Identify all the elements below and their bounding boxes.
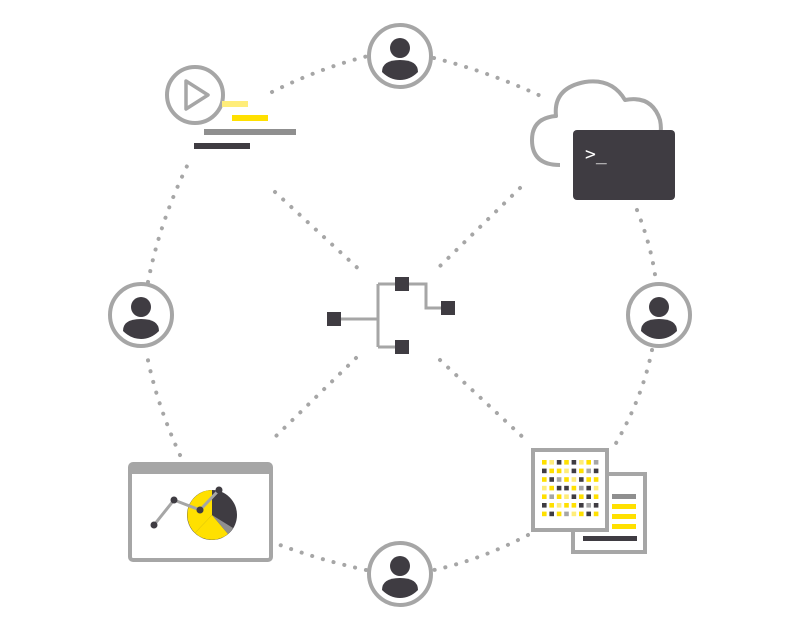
user-avatar-icon xyxy=(626,282,692,348)
grid-cell xyxy=(564,468,569,474)
grid-cell xyxy=(579,494,584,499)
grid-cell xyxy=(549,511,554,517)
grid-cell xyxy=(586,494,591,499)
grid-cell xyxy=(564,477,569,482)
hub-spoke-connectors xyxy=(270,186,530,444)
grid-cell xyxy=(579,468,584,474)
grid-cell xyxy=(586,460,591,465)
grid-cell xyxy=(586,503,591,508)
grid-cell xyxy=(586,477,591,482)
grid-cell xyxy=(571,485,577,491)
hub-node-bottom xyxy=(395,340,409,354)
grid-cell xyxy=(593,494,599,499)
grid-cell xyxy=(564,485,569,491)
grid-cell xyxy=(542,477,547,482)
grid-cell xyxy=(542,468,547,474)
grid-cell xyxy=(593,503,599,508)
connector-top-cloud xyxy=(432,56,547,100)
grid-cell xyxy=(549,485,554,491)
grid-cell xyxy=(571,511,577,517)
grid-cell xyxy=(542,503,547,508)
hub-node-top xyxy=(395,277,409,291)
grid-cell xyxy=(556,485,562,491)
grid-cell xyxy=(542,494,547,499)
grid-cell xyxy=(579,477,584,482)
pie-slice-yellow-lower xyxy=(195,515,228,540)
grid-cell xyxy=(579,460,584,465)
hub-node-right xyxy=(441,301,455,315)
chart-dashboard-icon xyxy=(128,462,273,562)
connector-right-data xyxy=(610,348,654,452)
grid-cell xyxy=(549,494,554,499)
connector-media-top xyxy=(270,54,370,94)
grid-cell xyxy=(564,494,569,499)
spoke-media-hub xyxy=(273,190,365,275)
grid-cell xyxy=(586,485,591,491)
grid-cell xyxy=(556,511,562,517)
grid-cell xyxy=(586,468,591,474)
grid-cell xyxy=(593,477,599,482)
grid-cell xyxy=(564,460,569,465)
connector-left-media xyxy=(146,158,192,284)
data-grid-document-icon xyxy=(531,448,647,554)
grid-cell xyxy=(549,460,554,465)
line-chart xyxy=(152,488,221,526)
grid-cell xyxy=(593,468,599,474)
grid-cell xyxy=(556,468,562,474)
grid-cell xyxy=(556,477,562,482)
grid-cell xyxy=(542,485,547,491)
outer-ring-connectors xyxy=(144,54,658,572)
grid-cell xyxy=(564,503,569,508)
spoke-cloud-hub xyxy=(434,186,522,272)
grid-cell xyxy=(556,494,562,499)
hub-node-root xyxy=(327,312,341,326)
grid-cell xyxy=(556,503,562,508)
grid-cell xyxy=(571,477,577,482)
connector-data-bottom xyxy=(432,533,530,572)
data-grid xyxy=(542,460,599,517)
user-avatar-icon xyxy=(367,23,433,89)
grid-cell xyxy=(579,503,584,508)
spoke-dashboard-hub xyxy=(270,356,358,442)
grid-cell xyxy=(571,460,577,465)
grid-cell xyxy=(571,468,577,474)
grid-cell xyxy=(549,468,554,474)
grid-cell xyxy=(542,460,547,465)
terminal-window xyxy=(573,130,675,200)
grid-cell xyxy=(593,485,599,491)
grid-cell xyxy=(586,511,591,517)
grid-cell xyxy=(556,460,562,465)
connector-bottom-dashboard xyxy=(278,543,368,572)
pie-slice-gray xyxy=(212,515,233,534)
grid-cell xyxy=(571,503,577,508)
grid-cell xyxy=(542,511,547,517)
grid-cell xyxy=(549,477,554,482)
grid-cell xyxy=(579,485,584,491)
grid-cell xyxy=(549,503,554,508)
terminal-prompt: >_ xyxy=(585,144,607,165)
play-media-icon xyxy=(165,65,296,149)
grid-cell xyxy=(571,494,577,499)
grid-cell xyxy=(593,511,599,517)
spoke-data-hub xyxy=(438,358,530,444)
grid-cell xyxy=(564,511,569,517)
grid-cell xyxy=(579,511,584,517)
user-avatar-icon xyxy=(108,282,174,348)
connector-cloud-right xyxy=(635,208,658,284)
user-avatar-icon xyxy=(367,541,433,607)
cloud-terminal-icon: >_ xyxy=(530,79,675,200)
grid-cell xyxy=(593,460,599,465)
branch-network-icon xyxy=(327,277,455,354)
connector-dashboard-left xyxy=(144,348,182,457)
